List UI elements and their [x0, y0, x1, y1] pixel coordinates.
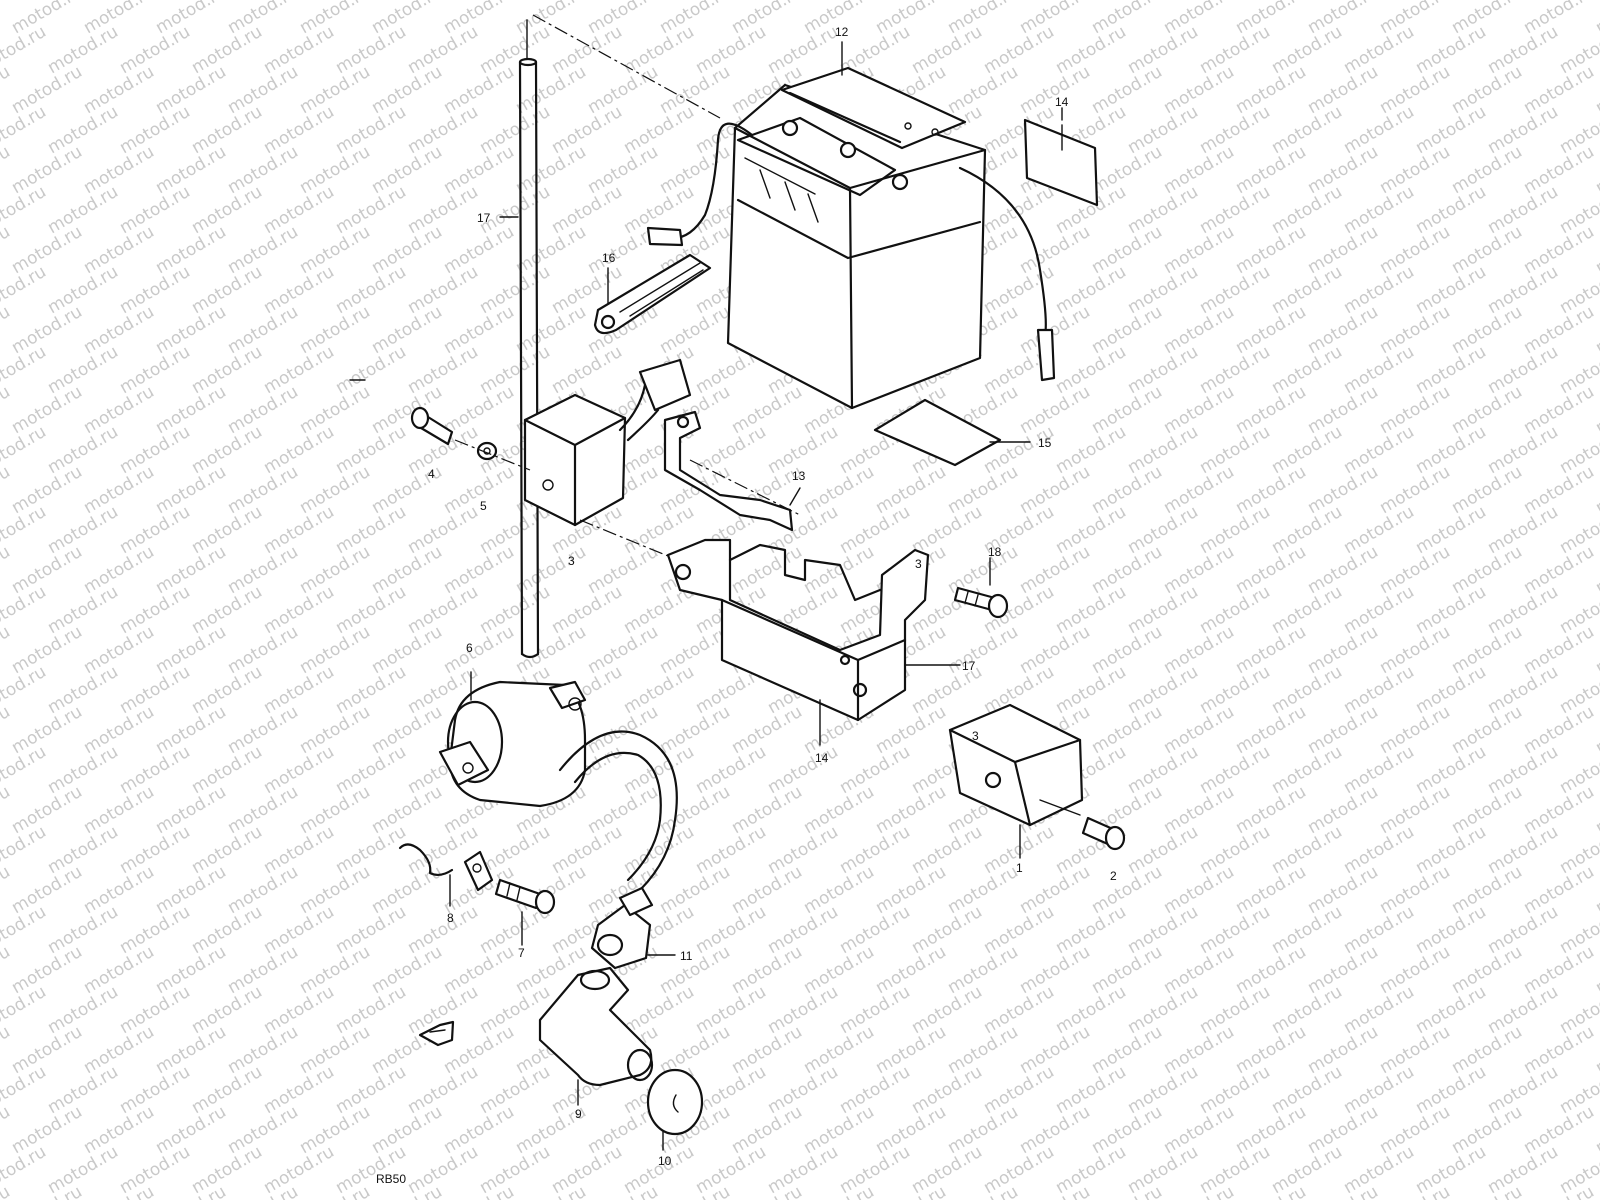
callout-2: 2 — [1110, 869, 1117, 883]
screw-4 — [410, 406, 454, 446]
callout-13: 13 — [792, 469, 806, 483]
screw-2 — [1039, 799, 1126, 851]
clip-8 — [398, 843, 494, 907]
ignition-coil-6 — [438, 671, 587, 808]
callout-labels: 12 14 17 16 15 4 5 3 13 18 3 17 6 14 3 1… — [376, 25, 1117, 1186]
battery-12 — [726, 66, 987, 410]
callout-18: 18 — [988, 545, 1002, 559]
callout-12: 12 — [835, 25, 849, 39]
callout-3-tray: 3 — [915, 557, 922, 571]
callout-6: 6 — [466, 641, 473, 655]
callout-5: 5 — [480, 499, 487, 513]
callout-3-box: 3 — [972, 729, 979, 743]
washer-5 — [476, 441, 498, 461]
callout-17-tray: 17 — [962, 659, 976, 673]
callout-3-upper: 3 — [568, 554, 575, 568]
callout-17-rod: 17 — [477, 211, 491, 225]
high-tension-lead — [558, 730, 678, 892]
vent-hose-end — [1036, 328, 1056, 382]
leader-line-rod-battery — [532, 14, 721, 119]
relay-box-3 — [948, 703, 1084, 859]
pad-15 — [873, 398, 1002, 467]
end-cap-10 — [646, 1068, 704, 1151]
leader-line-3-bracket — [579, 519, 691, 566]
leader-line-4-box — [454, 439, 531, 471]
callout-7: 7 — [518, 946, 525, 960]
vent-hose — [958, 166, 1047, 337]
battery-holder-13 — [663, 410, 801, 532]
callout-16: 16 — [602, 251, 616, 265]
high-tension-lead-inner — [573, 751, 662, 882]
lead-wire-16 — [593, 253, 712, 335]
callout-9: 9 — [575, 1107, 582, 1121]
callout-1: 1 — [1016, 861, 1023, 875]
drawing-code: RB50 — [376, 1172, 406, 1186]
callout-11: 11 — [680, 949, 693, 963]
rod-17 — [518, 19, 540, 659]
plug-cap-9 — [538, 966, 654, 1106]
regulator-3 — [523, 358, 692, 527]
callout-4: 4 — [428, 467, 435, 481]
battery-cable — [668, 122, 754, 240]
callout-14-top: 14 — [1055, 95, 1069, 109]
bolt-18 — [953, 586, 1009, 619]
direction-arrow-tag — [418, 1020, 455, 1047]
callout-14-tray: 14 — [815, 751, 829, 765]
callout-leaders — [499, 41, 1063, 586]
cable-terminal — [646, 226, 684, 247]
rubber-cap-11 — [590, 886, 676, 970]
bolt-7 — [494, 878, 556, 946]
callout-10: 10 — [658, 1154, 672, 1168]
callout-8: 8 — [447, 911, 454, 925]
callout-15: 15 — [1038, 436, 1052, 450]
battery-tray-17 — [666, 538, 961, 746]
pad-14 — [1023, 118, 1099, 207]
